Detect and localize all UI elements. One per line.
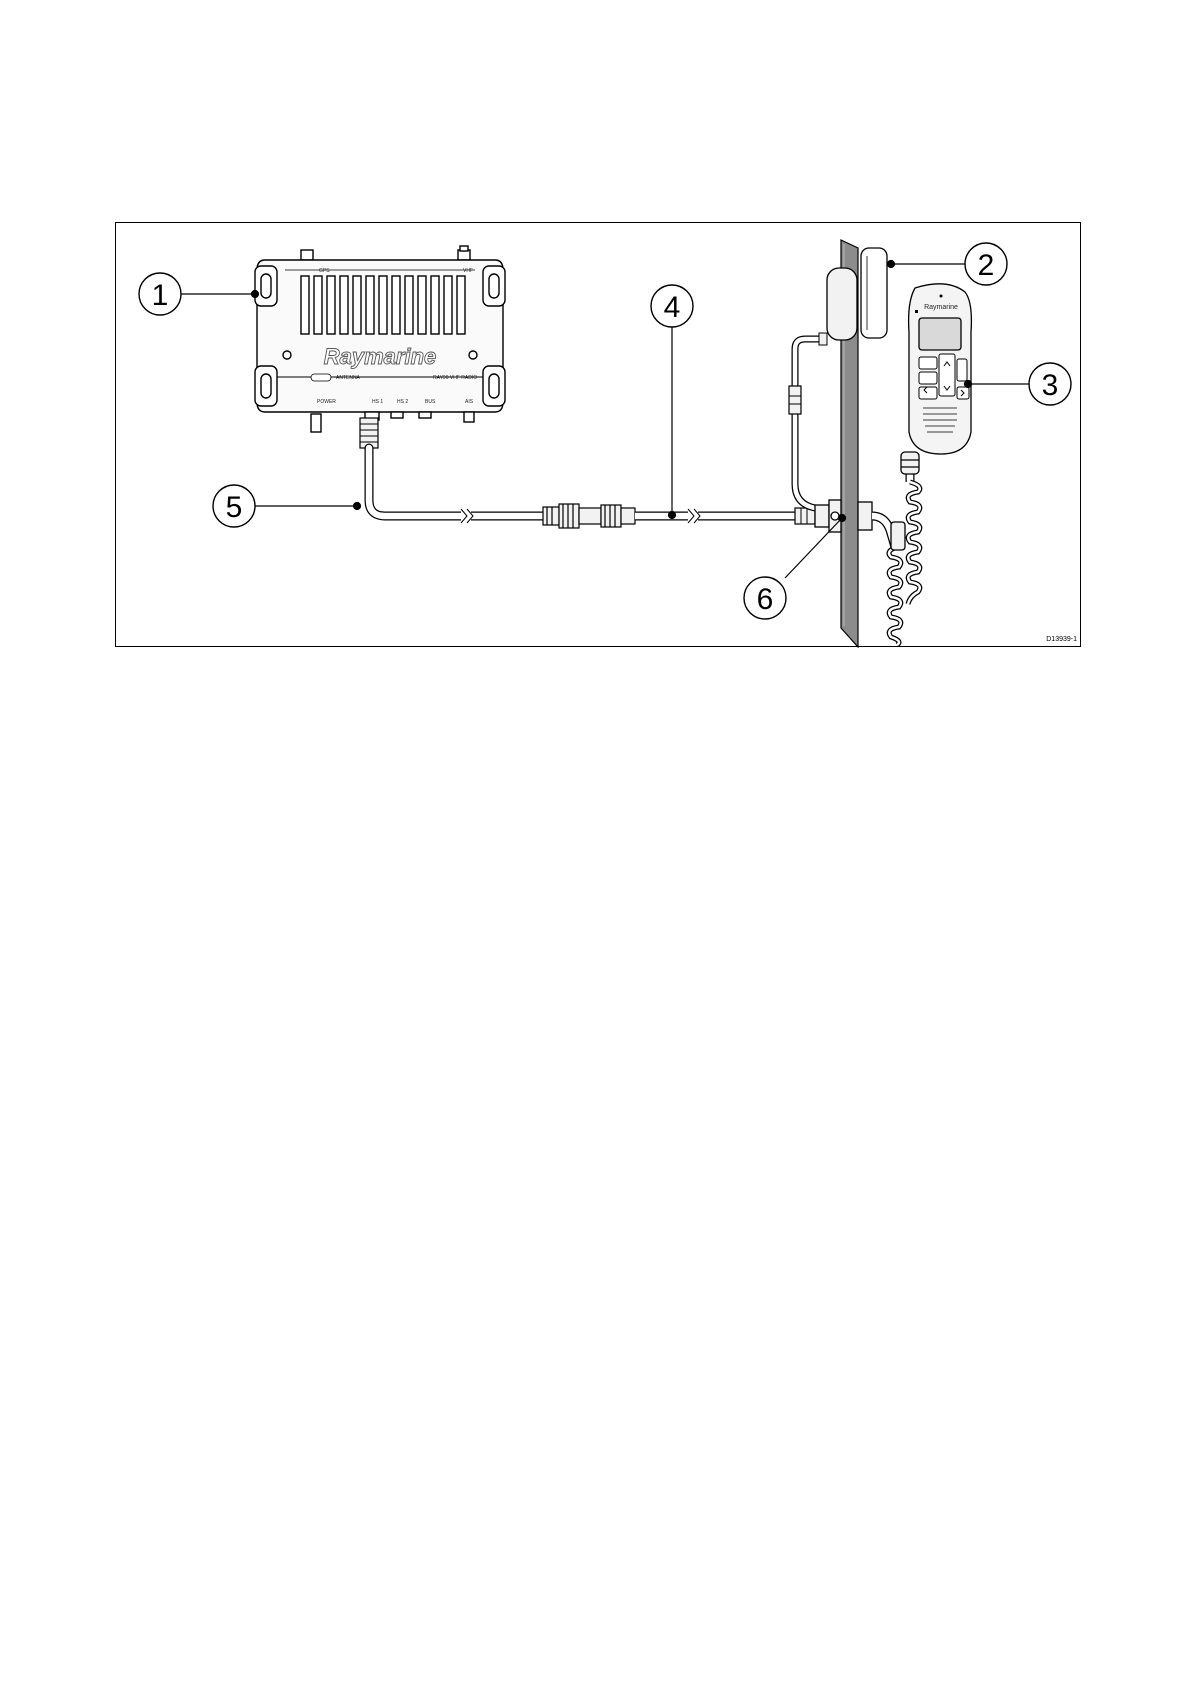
callout-3: 3 [1029,363,1071,405]
callout-1-number: 1 [152,279,169,312]
callout-4: 4 [651,285,693,327]
callout-6-number: 6 [757,583,774,616]
ais-port-label: AIS [465,399,474,405]
bus-port-label: BUS [425,399,436,405]
power-port-label: POWER [317,399,336,405]
antenna-label: ANTENNA [336,375,361,381]
callout-5-number: 5 [226,491,243,524]
model-label: RAY90 VHF RADIO [433,375,477,381]
radio-brand-logo: Raymarine [324,344,437,369]
handset-brand-label: Raymarine [924,304,958,311]
diagram-canvas: GPS VHF Raymarine ANTENNA RAY90 VHF RADI… [115,222,1082,648]
callout-6: 6 [744,577,786,619]
drawing-id: D13939-1 [1046,636,1077,643]
vhf-port-label: VHF [463,268,473,274]
callout-2: 2 [965,243,1007,285]
gps-port-label: GPS [319,268,330,274]
callout-4-number: 4 [664,291,681,324]
callout-1: 1 [139,273,181,315]
hs2-port-label: HS 2 [397,399,408,405]
connection-diagram: GPS VHF Raymarine ANTENNA RAY90 VHF RADI… [115,222,1082,648]
callout-3-number: 3 [1042,369,1059,402]
callout-2-number: 2 [978,249,995,282]
hs1-port-label: HS 1 [372,399,383,405]
callout-5: 5 [213,485,255,527]
